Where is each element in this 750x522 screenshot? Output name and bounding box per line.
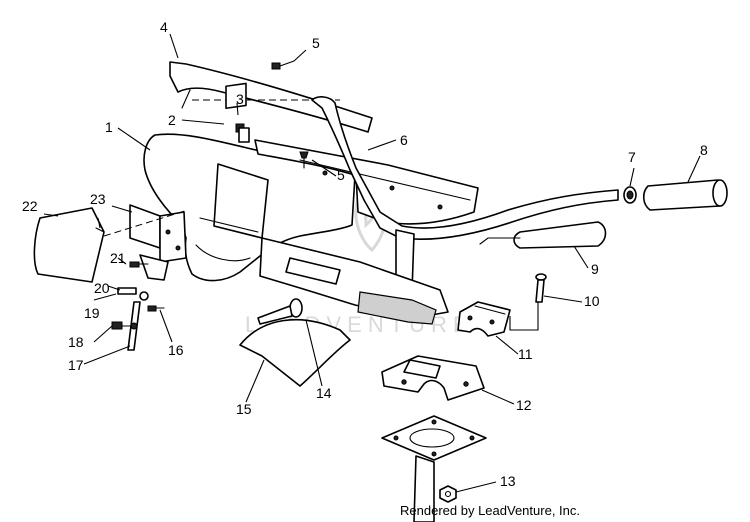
screw-20: [129, 261, 149, 268]
callout-7: 7: [628, 149, 636, 165]
steering-post-spline: [357, 291, 437, 325]
callout-leader-lines: [43, 33, 701, 493]
headlight-pod-6: [254, 139, 479, 225]
lower-fairing-15: [239, 318, 351, 387]
callout-3: 3: [236, 91, 244, 107]
cover-plate-22: [33, 207, 105, 283]
callout-22: 22: [22, 198, 38, 214]
switch-2: [225, 82, 250, 143]
callout-6: 6: [400, 132, 408, 148]
callout-12: 12: [516, 397, 532, 413]
callout-21: 21: [110, 250, 126, 266]
callout-14: 14: [316, 385, 332, 401]
bolt-5-top: [271, 49, 307, 70]
hand-grip-8: [642, 179, 728, 211]
callout-8: 8: [700, 142, 708, 158]
callout-13: 13: [500, 473, 516, 489]
callout-4: 4: [160, 19, 168, 35]
lever-17: [127, 301, 141, 351]
screw-5-middle: [299, 151, 309, 169]
render-credit: Rendered by LeadVenture, Inc.: [400, 503, 580, 518]
callout-10: 10: [584, 293, 600, 309]
upper-clamp-11: [457, 301, 511, 337]
callout-16: 16: [168, 342, 184, 358]
callout-2: 2: [168, 112, 176, 128]
callout-17: 17: [68, 357, 84, 373]
callout-9: 9: [591, 261, 599, 277]
lower-clamp-12: [381, 355, 485, 401]
nut-13: [439, 485, 457, 503]
callout-20: 20: [94, 280, 110, 296]
callout-18: 18: [68, 334, 84, 350]
washer-21: [139, 291, 149, 301]
steering-column: [413, 455, 435, 522]
pin-19: [117, 287, 137, 295]
steering-plate: [381, 415, 487, 461]
callout-23: 23: [90, 191, 106, 207]
screw-16: [147, 305, 165, 312]
callout-15: 15: [236, 401, 252, 417]
callout-19: 19: [84, 305, 100, 321]
callout-1: 1: [105, 119, 113, 135]
callout-5-mid: 5: [337, 167, 345, 183]
callout-11: 11: [518, 346, 533, 362]
bolt-10: [535, 273, 547, 303]
throttle-grip-9: [479, 221, 607, 249]
mount-bracket-23: [129, 204, 187, 281]
light-lens-slot: [285, 257, 341, 285]
bar-end-cap-7: [623, 186, 637, 204]
callout-5-top: 5: [312, 35, 320, 51]
